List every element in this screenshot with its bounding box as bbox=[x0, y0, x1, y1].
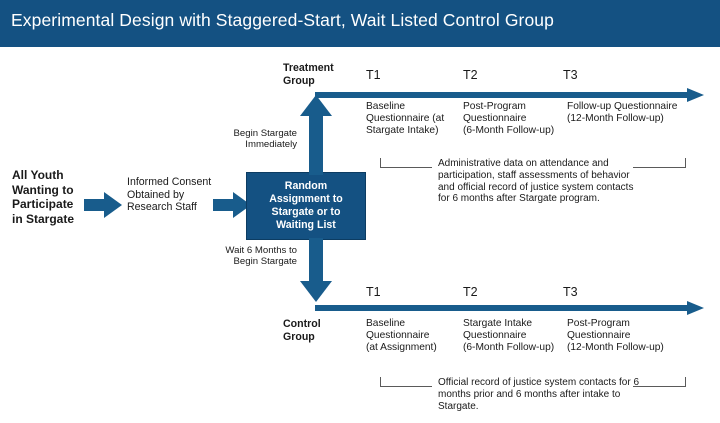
arrow-down-icon-control-branch bbox=[300, 238, 332, 302]
treatment-group-label: Treatment Group bbox=[283, 62, 334, 87]
arrow-up-icon-treatment-branch bbox=[300, 95, 332, 175]
timeline-line bbox=[315, 305, 689, 311]
flow-start-label: All Youth Wanting to Participate in Star… bbox=[12, 168, 75, 226]
arrow-right-icon-start-to-consent bbox=[84, 192, 122, 218]
timeline-line bbox=[315, 92, 689, 98]
timeline-arrow-head bbox=[687, 301, 704, 315]
bracket-right-tick bbox=[685, 377, 686, 387]
bracket-right-tick bbox=[685, 158, 686, 168]
bracket-left-line bbox=[380, 386, 432, 387]
title-bar: Experimental Design with Staggered-Start… bbox=[0, 0, 720, 47]
treatment-timepoint-marker-t1: T1 bbox=[366, 68, 381, 82]
arrow-stem bbox=[309, 238, 323, 282]
arrow-stem bbox=[309, 115, 323, 175]
treatment-timepoint-marker-t3: T3 bbox=[563, 68, 578, 82]
flow-consent-label: Informed Consent Obtained by Research St… bbox=[127, 176, 212, 214]
branch-label-wait-six-months: Wait 6 Months to Begin Stargate bbox=[225, 245, 297, 268]
bracket-left-line bbox=[380, 167, 432, 168]
treatment-timepoint-description-t3: Follow-up Questionnaire (12-Month Follow… bbox=[567, 101, 678, 125]
random-assignment-label: Random Assignment to Stargate or to Wait… bbox=[269, 180, 343, 231]
arrow-head bbox=[104, 192, 122, 218]
control-timepoint-description-t1: Baseline Questionnaire (at Assignment) bbox=[366, 318, 437, 354]
bracket-left-tick bbox=[380, 158, 381, 168]
treatment-timepoint-marker-t2: T2 bbox=[463, 68, 478, 82]
bracket-left-tick bbox=[380, 377, 381, 387]
control-timepoint-marker-t2: T2 bbox=[463, 285, 478, 299]
arrow-head bbox=[300, 281, 332, 302]
arrow-stem bbox=[84, 199, 106, 211]
page-title: Experimental Design with Staggered-Start… bbox=[11, 10, 554, 30]
treatment-timepoint-description-t1: Baseline Questionnaire (at Stargate Inta… bbox=[366, 101, 445, 137]
timeline-arrow-head bbox=[687, 88, 704, 102]
control-timepoint-marker-t3: T3 bbox=[563, 285, 578, 299]
bracket-right-line bbox=[633, 386, 685, 387]
arrow-head bbox=[300, 95, 332, 116]
control-timepoint-description-t2: Stargate Intake Questionnaire (6-Month F… bbox=[463, 318, 555, 354]
control-timeline-arrow bbox=[315, 301, 705, 315]
treatment-span-note-text: Administrative data on attendance and pa… bbox=[438, 158, 634, 205]
treatment-timeline-arrow bbox=[315, 88, 705, 102]
control-timepoint-description-t3: Post-Program Questionnaire (12-Month Fol… bbox=[567, 318, 664, 354]
arrow-stem bbox=[213, 199, 235, 211]
bracket-right-line bbox=[633, 167, 685, 168]
control-span-note-text: Official record of justice system contac… bbox=[438, 377, 640, 412]
branch-label-begin-immediately: Begin Stargate Immediately bbox=[233, 128, 297, 151]
control-timepoint-marker-t1: T1 bbox=[366, 285, 381, 299]
treatment-timepoint-description-t2: Post-Program Questionnaire (6-Month Foll… bbox=[463, 101, 555, 137]
control-group-label: Control Group bbox=[283, 318, 321, 343]
random-assignment-box: Random Assignment to Stargate or to Wait… bbox=[246, 172, 366, 240]
